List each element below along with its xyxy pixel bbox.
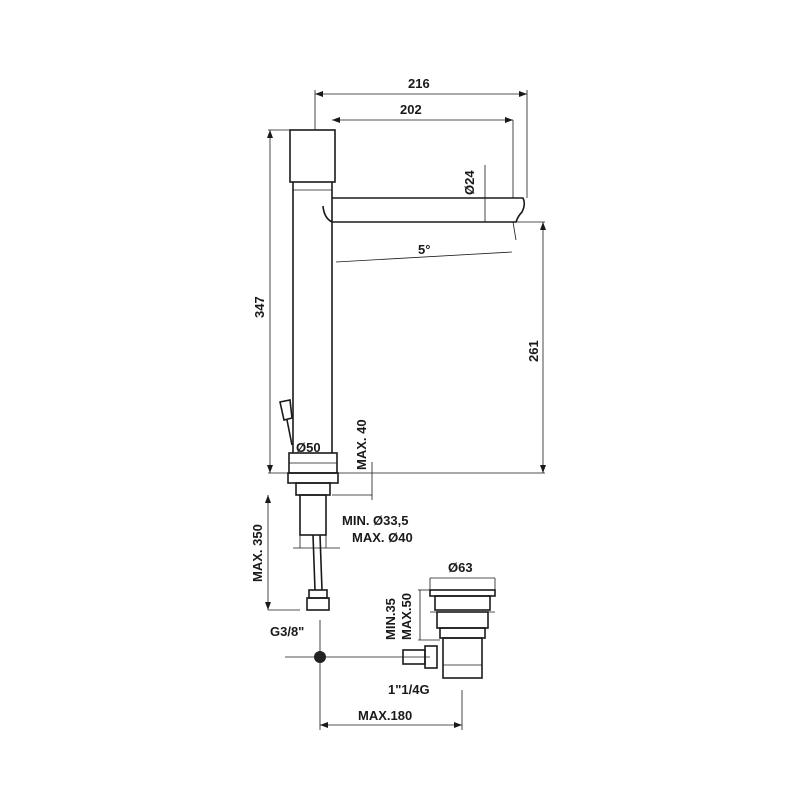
dim-waste-min: MIN.35 [383, 598, 398, 640]
dim-hole-min: MIN. Ø33,5 [342, 513, 408, 528]
mixer-body [268, 129, 545, 611]
dim-waste-diameter: Ø63 [448, 560, 473, 575]
dim-total-height: 347 [252, 296, 267, 318]
dim-body-diameter: Ø50 [296, 440, 321, 455]
dim-spout-angle: 5° [418, 242, 430, 257]
dim-hose-connection: G3/8" [270, 624, 304, 639]
dimension-arrows [265, 91, 546, 728]
dim-waste-thread: 1"1/4G [388, 682, 430, 697]
dim-hole-max: MAX. Ø40 [352, 530, 413, 545]
dim-outlet-height: 261 [526, 340, 541, 362]
dim-waste-max: MAX.50 [399, 593, 414, 640]
dimension-lines [267, 90, 545, 730]
dim-spout-reach: 202 [400, 102, 422, 117]
dim-waste-reach: MAX.180 [358, 708, 412, 723]
dim-overall-reach: 216 [408, 76, 430, 91]
dim-hose-length: MAX. 350 [250, 524, 265, 582]
dim-max-deck: MAX. 40 [354, 419, 369, 470]
dim-spout-diameter: Ø24 [462, 170, 477, 195]
waste-assembly [285, 589, 496, 700]
